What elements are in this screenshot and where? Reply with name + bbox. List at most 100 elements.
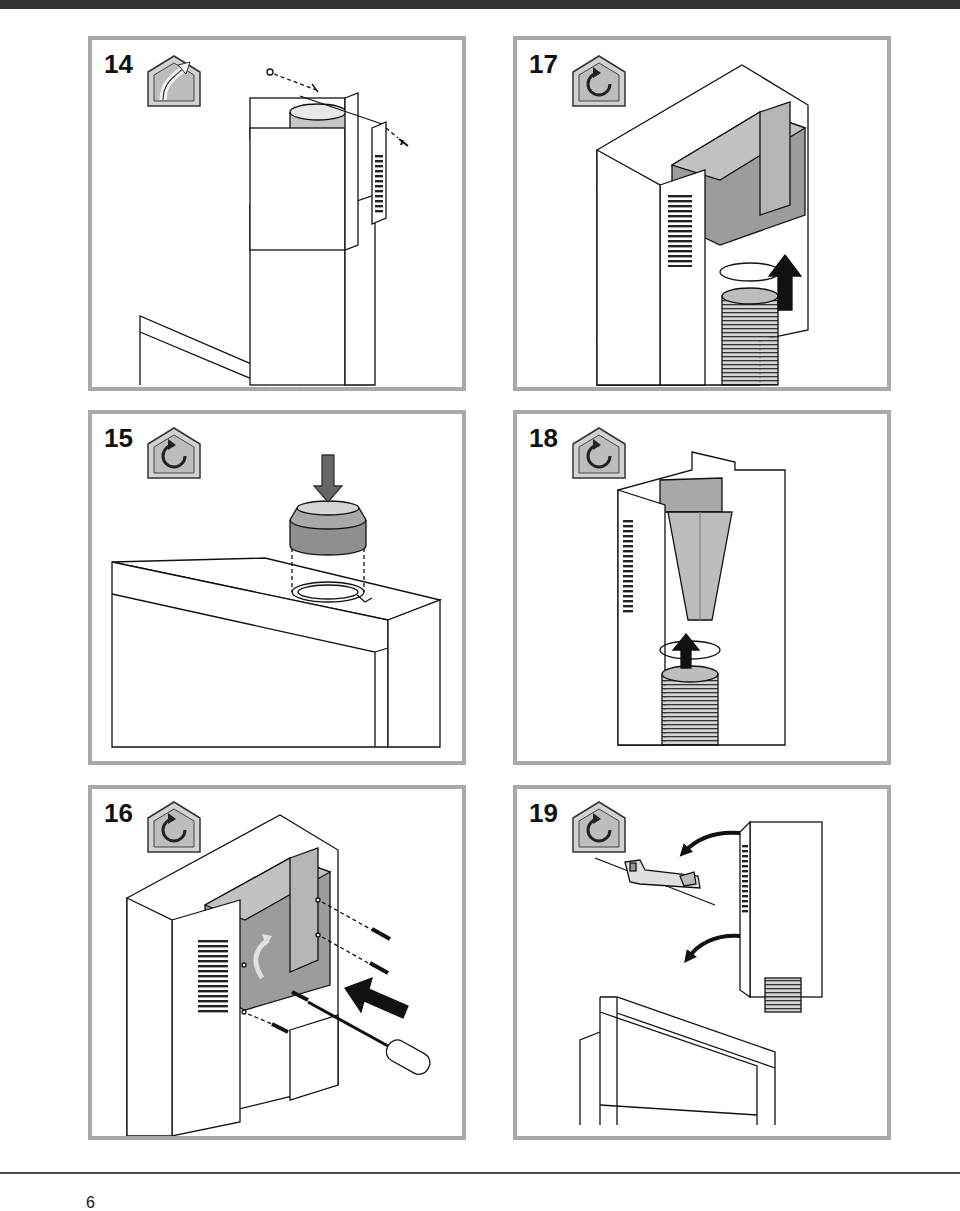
hose-fitting-illustration	[722, 288, 778, 304]
mode-icon	[573, 56, 625, 106]
chimney-illustration	[290, 104, 346, 120]
chimney-mounting-illustration	[688, 936, 740, 958]
chimney-mounting-illustration	[630, 863, 636, 871]
duct-adapter-illustration	[370, 963, 388, 973]
duct-adapter-illustration	[383, 1036, 434, 1078]
chimney-illustration	[274, 74, 316, 90]
mode-icon	[573, 428, 625, 478]
duct-adapter-illustration	[242, 963, 246, 967]
funnel-hose-illustration	[618, 490, 665, 745]
hose-fitting-illustration	[660, 170, 705, 385]
step-number: 16	[104, 798, 133, 828]
hood-illustration	[112, 594, 388, 747]
chimney-mounting-illustration	[580, 1032, 600, 1125]
hood-illustration	[112, 455, 440, 747]
hood-illustration	[357, 595, 372, 602]
duct-adapter-illustration	[127, 815, 338, 1136]
duct-adapter-illustration	[127, 898, 172, 1136]
hose-fitting-illustration	[722, 296, 778, 385]
chimney-illustration	[345, 93, 358, 250]
hood-illustration	[297, 501, 359, 515]
duct-adapter-illustration	[272, 1024, 288, 1032]
duct-adapter-illustration	[322, 902, 372, 930]
funnel-hose-illustration	[668, 512, 732, 620]
duct-adapter-illustration	[345, 978, 408, 1018]
duct-adapter-illustration	[242, 1010, 246, 1014]
chimney-illustration	[386, 128, 398, 138]
hood-illustration	[298, 585, 358, 599]
step-panel: 17	[513, 36, 891, 391]
duct-adapter-illustration	[308, 1002, 388, 1046]
chimney-illustration	[250, 128, 345, 250]
hood-illustration	[314, 455, 342, 502]
step-panel: 18	[513, 410, 891, 765]
hose-fitting-illustration	[720, 263, 780, 281]
duct-adapter-illustration	[316, 933, 320, 937]
chimney-illustration	[267, 69, 273, 75]
hose-fitting-illustration	[769, 255, 801, 310]
hood-illustration	[292, 582, 364, 602]
chimney-mounting-illustration	[580, 822, 822, 1125]
duct-adapter-illustration	[198, 940, 228, 1015]
chimney-illustration	[300, 84, 382, 124]
chimney-illustration	[399, 139, 408, 146]
chimney-mounting-illustration	[600, 1105, 757, 1115]
duct-adapter-illustration	[290, 1015, 338, 1100]
chimney-illustration	[372, 122, 386, 224]
mode-icon	[148, 56, 200, 106]
hood-illustration	[388, 600, 440, 747]
hose-fitting-illustration	[760, 102, 790, 215]
duct-adapter-illustration	[262, 934, 272, 946]
funnel-hose-illustration	[662, 674, 718, 745]
hose-fitting-illustration	[668, 195, 692, 267]
duct-adapter-illustration	[172, 900, 240, 1136]
funnel-hose-illustration	[618, 452, 785, 745]
funnel-hose-illustration	[673, 634, 699, 668]
funnel-hose-illustration	[660, 478, 722, 512]
page-number: 6	[86, 1193, 95, 1211]
step-number: 15	[104, 423, 133, 453]
duct-adapter-illustration	[290, 848, 318, 972]
chimney-mounting-illustration	[765, 978, 801, 1012]
mode-icon	[573, 802, 625, 852]
step-number: 18	[529, 423, 558, 453]
step-number: 19	[529, 798, 558, 828]
chimney-mounting-illustration	[680, 872, 696, 886]
mode-icon	[148, 802, 200, 852]
footer-rule	[0, 1172, 960, 1174]
step-panel: 15	[88, 410, 466, 765]
duct-adapter-illustration	[316, 898, 320, 902]
duct-adapter-illustration	[248, 1014, 272, 1024]
funnel-hose-illustration	[699, 512, 700, 620]
duct-adapter-illustration	[372, 929, 390, 939]
duct-adapter-illustration	[292, 992, 308, 1000]
chimney-illustration	[375, 155, 383, 215]
mode-icon	[148, 428, 200, 478]
chimney-mounting-illustration	[750, 822, 822, 997]
funnel-hose-illustration	[618, 452, 785, 745]
hose-fitting-illustration	[597, 65, 808, 385]
step-number: 14	[104, 49, 133, 79]
chimney-mounting-illustration	[742, 845, 748, 915]
chimney-mounting-illustration	[600, 997, 775, 1125]
hood-illustration	[363, 548, 364, 592]
step-panel: 14	[88, 36, 466, 391]
hose-fitting-illustration	[597, 65, 808, 385]
chimney-illustration	[140, 69, 408, 385]
hose-fitting-illustration	[597, 150, 660, 385]
funnel-hose-illustration	[623, 520, 633, 615]
chimney-mounting-illustration	[595, 858, 715, 905]
top-bar	[0, 0, 960, 9]
hood-illustration	[112, 562, 388, 747]
duct-adapter-illustration	[127, 815, 434, 1136]
hood-illustration	[291, 548, 292, 592]
step-panel: 19	[513, 785, 891, 1140]
chimney-mounting-illustration	[625, 860, 700, 888]
chimney-mounting-illustration	[684, 833, 740, 852]
chimney-mounting-illustration	[740, 822, 750, 997]
step-number: 17	[529, 49, 558, 79]
